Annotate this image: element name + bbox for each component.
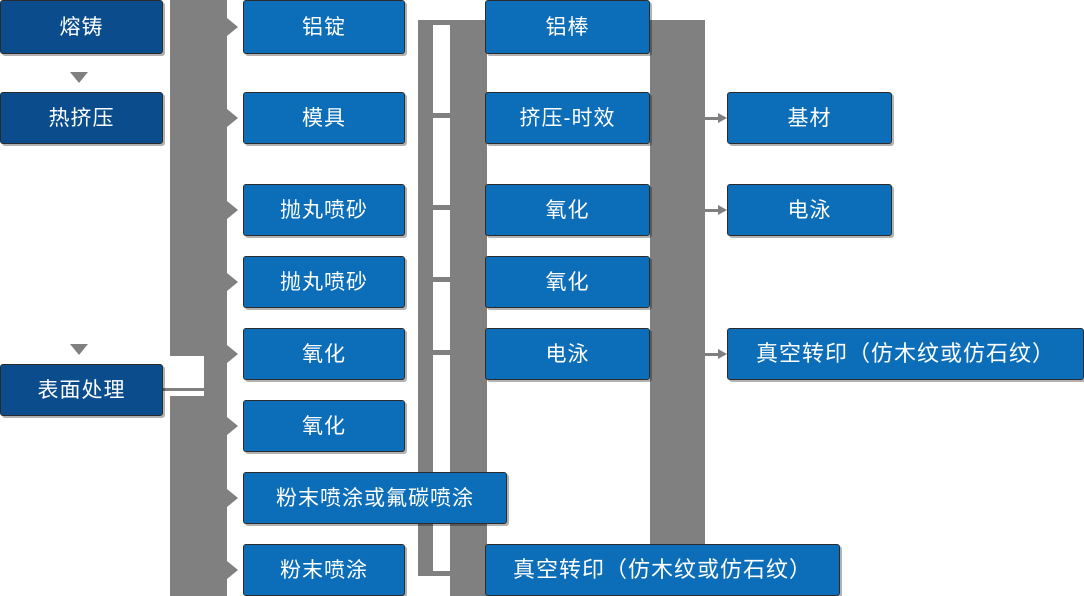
connector-rung-2 xyxy=(432,113,452,118)
node-label: 真空转印（仿木纹或仿石纹） xyxy=(755,341,1055,366)
node-label: 表面处理 xyxy=(37,378,126,402)
connector-band-left xyxy=(170,0,227,596)
node-smelting-casting[interactable]: 熔铸 xyxy=(0,0,163,54)
arrow-to-vacuum-transfer xyxy=(705,349,727,359)
node-label: 铝锭 xyxy=(302,15,346,39)
node-surface-treatment[interactable]: 表面处理 xyxy=(0,364,163,416)
connector-band-narrow xyxy=(418,20,433,576)
node-label: 抛丸喷砂 xyxy=(280,270,368,294)
connector-line-surface-treatment xyxy=(163,388,204,391)
node-shot-blasting-1[interactable]: 抛丸喷砂 xyxy=(243,184,405,236)
node-label: 电泳 xyxy=(545,342,590,366)
node-aluminum-bar[interactable]: 铝棒 xyxy=(485,0,650,54)
node-label: 氧化 xyxy=(545,198,590,222)
node-powder-coating[interactable]: 粉末喷涂 xyxy=(243,544,405,596)
node-label: 抛丸喷砂 xyxy=(280,198,368,222)
node-shot-blasting-2[interactable]: 抛丸喷砂 xyxy=(243,256,405,308)
connector-rung-6 xyxy=(432,571,452,576)
node-electrophoresis-2[interactable]: 电泳 xyxy=(727,184,892,236)
arrow-to-substrate xyxy=(705,113,727,123)
band-arrow-down-extrude xyxy=(70,344,88,355)
band-arrow-1 xyxy=(227,18,238,36)
band-arrow-5 xyxy=(227,345,238,363)
node-vacuum-transfer-printing-1[interactable]: 真空转印（仿木纹或仿石纹） xyxy=(485,544,840,596)
band-arrow-6 xyxy=(227,417,238,435)
band-arrow-2 xyxy=(227,109,238,127)
connector-rung-3 xyxy=(432,205,452,210)
node-hot-extrusion[interactable]: 热挤压 xyxy=(0,92,163,144)
node-label: 热挤压 xyxy=(48,106,115,130)
node-label: 氧化 xyxy=(545,270,590,294)
node-label: 熔铸 xyxy=(59,15,104,39)
node-aluminum-ingot[interactable]: 铝锭 xyxy=(243,0,405,54)
node-mold[interactable]: 模具 xyxy=(243,92,405,144)
node-substrate[interactable]: 基材 xyxy=(727,92,892,144)
node-anodizing-1[interactable]: 氧化 xyxy=(243,328,405,380)
node-label: 铝棒 xyxy=(545,15,590,39)
node-label: 基材 xyxy=(787,106,832,130)
connector-rung-1 xyxy=(432,20,452,25)
node-label: 粉末喷涂 xyxy=(280,558,368,582)
band-arrow-down-smelt xyxy=(70,72,88,83)
node-extrusion-aging[interactable]: 挤压-时效 xyxy=(485,92,650,144)
node-vacuum-transfer-printing-2[interactable]: 真空转印（仿木纹或仿石纹） xyxy=(727,328,1084,380)
node-label: 挤压-时效 xyxy=(519,106,616,130)
connector-rung-4 xyxy=(432,277,452,282)
node-label: 模具 xyxy=(302,106,346,130)
node-label: 氧化 xyxy=(302,342,346,366)
arrow-to-electrophoresis xyxy=(705,205,727,215)
band-arrow-3 xyxy=(227,201,238,219)
node-label: 电泳 xyxy=(787,198,832,222)
node-electrophoresis-1[interactable]: 电泳 xyxy=(485,328,650,380)
node-anodizing-4[interactable]: 氧化 xyxy=(485,256,650,308)
connector-band-right xyxy=(650,20,705,596)
band-arrow-4 xyxy=(227,273,238,291)
band-arrow-8 xyxy=(227,561,238,579)
node-label: 真空转印（仿木纹或仿石纹） xyxy=(512,557,812,582)
node-powder-or-fluorocarbon-coating[interactable]: 粉末喷涂或氟碳喷涂 xyxy=(243,472,507,524)
connector-rung-5 xyxy=(432,350,452,355)
band-arrow-7 xyxy=(227,489,238,507)
node-anodizing-3[interactable]: 氧化 xyxy=(485,184,650,236)
node-label: 氧化 xyxy=(302,414,346,438)
node-anodizing-2[interactable]: 氧化 xyxy=(243,400,405,452)
node-label: 粉末喷涂或氟碳喷涂 xyxy=(276,486,474,510)
